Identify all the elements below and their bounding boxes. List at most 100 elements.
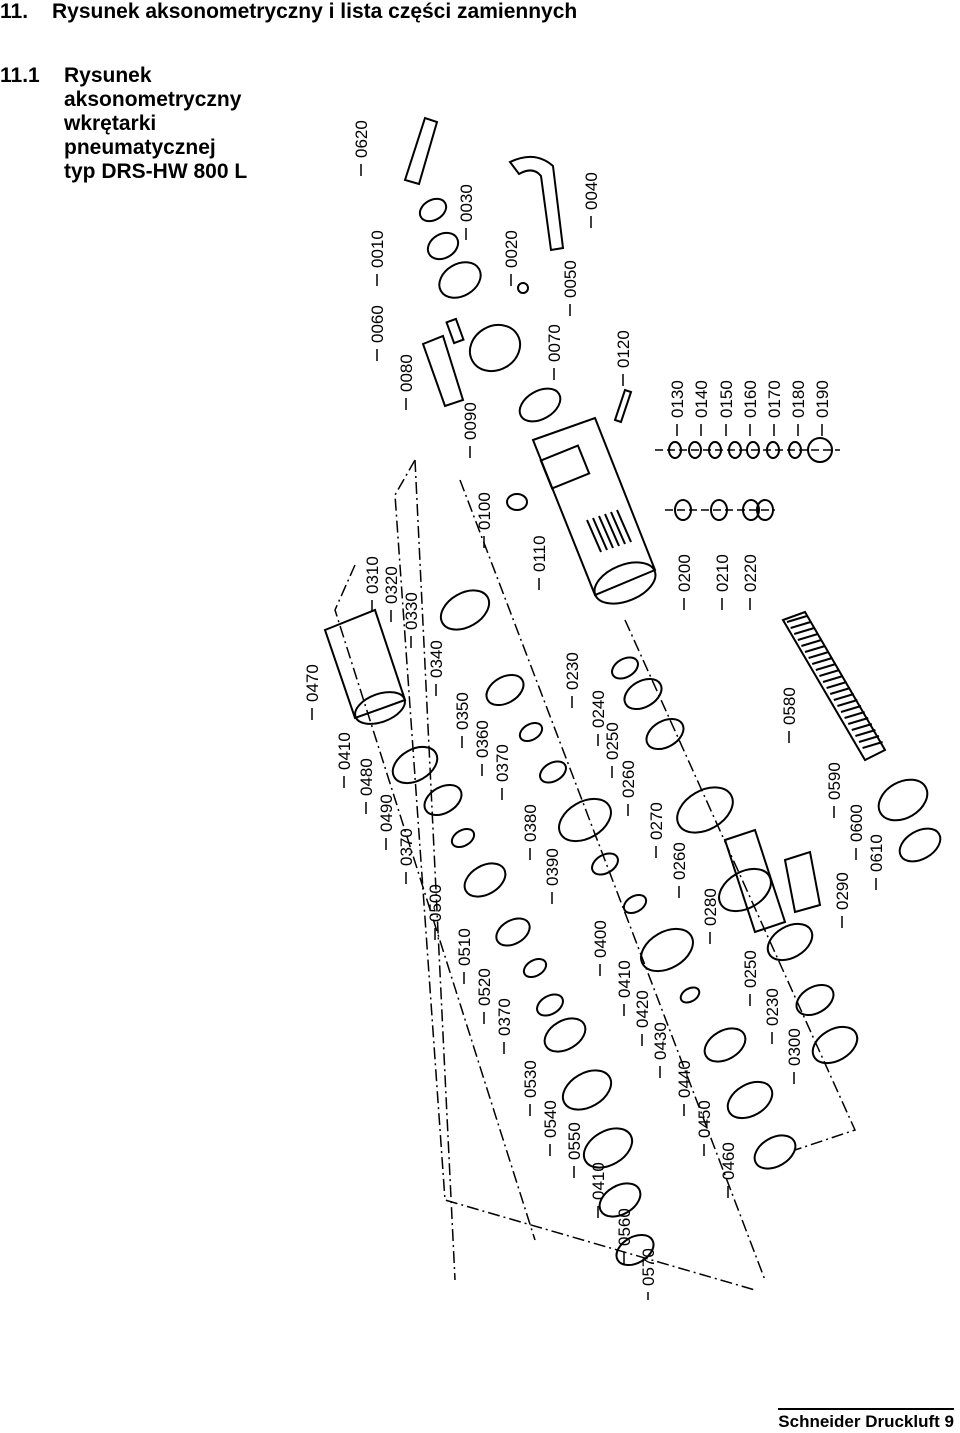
part-label: 0270 bbox=[647, 802, 666, 840]
reverse-part bbox=[674, 499, 692, 521]
tool-part bbox=[615, 1233, 655, 1267]
part-label: 0150 bbox=[717, 380, 736, 418]
part-label: 0570 bbox=[639, 1248, 658, 1286]
spring-coil bbox=[786, 615, 808, 623]
part-label: 0500 bbox=[426, 884, 445, 922]
washer bbox=[426, 231, 460, 261]
part-label: 0610 bbox=[867, 834, 886, 872]
tool-part bbox=[539, 760, 567, 784]
nut bbox=[418, 197, 448, 223]
part-label: 0620 bbox=[352, 120, 371, 158]
screw bbox=[613, 388, 633, 424]
spring-coil bbox=[804, 645, 826, 653]
part-label: 0010 bbox=[368, 230, 387, 268]
part-label: 0230 bbox=[563, 652, 582, 690]
lever bbox=[421, 334, 465, 408]
part-label: 0170 bbox=[765, 380, 784, 418]
reverse-part bbox=[756, 499, 774, 521]
part-label: 0530 bbox=[521, 1060, 540, 1098]
part-label: 0410 bbox=[589, 1162, 608, 1200]
part-label: 0490 bbox=[377, 794, 396, 832]
tool-part bbox=[463, 862, 507, 898]
part-labels: 0620001000600080003000200040005000700090… bbox=[303, 120, 886, 1300]
part-label: 0520 bbox=[475, 968, 494, 1006]
tool-part bbox=[485, 673, 525, 707]
tool-part bbox=[811, 1025, 859, 1065]
part-label: 0250 bbox=[603, 722, 622, 760]
spring-coil bbox=[855, 729, 876, 737]
housing bbox=[531, 416, 657, 597]
spring-coil bbox=[833, 693, 855, 701]
part-label: 0100 bbox=[475, 492, 494, 530]
spring-coil bbox=[862, 741, 883, 749]
part-label: 0440 bbox=[675, 1060, 694, 1098]
tool-part bbox=[495, 917, 531, 947]
spring-coil bbox=[858, 735, 880, 743]
section-title: Rysunek aksonometryczny i lista części z… bbox=[52, 0, 578, 23]
grip-rib bbox=[604, 513, 620, 547]
tool-part bbox=[391, 745, 439, 785]
part-label: 0600 bbox=[847, 804, 866, 842]
subsection-title-line: wkrętarki bbox=[64, 112, 157, 135]
tool-part bbox=[679, 986, 701, 1004]
subsection-number: 11.1 bbox=[0, 64, 40, 87]
spring-coil bbox=[829, 687, 851, 695]
tool-part bbox=[518, 721, 544, 743]
part-label: 0470 bbox=[303, 664, 322, 702]
tool-part bbox=[450, 827, 476, 849]
part-label: 0040 bbox=[582, 172, 601, 210]
tool-part bbox=[623, 677, 663, 711]
part-label: 0320 bbox=[382, 566, 401, 604]
spring-coil bbox=[808, 651, 829, 659]
tool-part bbox=[726, 1080, 774, 1120]
part-label: 0370 bbox=[397, 828, 416, 866]
tool-part bbox=[536, 993, 564, 1017]
tool-part bbox=[766, 922, 814, 962]
spring-coil bbox=[819, 669, 840, 677]
spring-pin bbox=[445, 317, 465, 345]
part-label: 0250 bbox=[741, 950, 760, 988]
gasket bbox=[518, 387, 562, 423]
subsection-title-line: aksonometryczny bbox=[64, 88, 242, 111]
part-label: 0140 bbox=[692, 380, 711, 418]
part-label: 0550 bbox=[565, 1122, 584, 1160]
part-label: 0260 bbox=[619, 760, 638, 798]
part-label: 0030 bbox=[457, 184, 476, 222]
spring-coil bbox=[801, 639, 822, 647]
pin bbox=[517, 282, 529, 294]
inlet-bushing bbox=[438, 261, 482, 299]
valve-part bbox=[728, 441, 742, 459]
part-label: 0400 bbox=[591, 920, 610, 958]
spring-coil bbox=[797, 633, 819, 641]
part-label: 0590 bbox=[825, 762, 844, 800]
part-label: 0310 bbox=[363, 556, 382, 594]
part-label: 0560 bbox=[615, 1208, 634, 1246]
spring-coil bbox=[826, 681, 847, 689]
part-label: 0190 bbox=[813, 380, 832, 418]
spring-coil bbox=[822, 675, 844, 683]
part-label: 0300 bbox=[785, 1028, 804, 1066]
grip-rib bbox=[610, 511, 626, 545]
spring-coil bbox=[793, 627, 815, 635]
part-label: 0540 bbox=[541, 1100, 560, 1138]
spring-coil bbox=[847, 717, 869, 725]
part-label: 0220 bbox=[741, 554, 760, 592]
spring-coil bbox=[811, 657, 833, 665]
valve-block bbox=[468, 323, 522, 373]
part-label: 0260 bbox=[670, 842, 689, 880]
bushing bbox=[506, 493, 528, 511]
tool-part bbox=[795, 983, 835, 1017]
part-label: 0080 bbox=[397, 354, 416, 392]
spring-coil bbox=[815, 663, 837, 671]
valve-part bbox=[746, 441, 760, 459]
subsection-title-line: Rysunek bbox=[64, 64, 152, 87]
part-label: 0060 bbox=[368, 305, 387, 343]
label-plate bbox=[539, 444, 591, 490]
valve-part bbox=[807, 437, 833, 463]
part-label: 0160 bbox=[741, 380, 760, 418]
tool-part bbox=[561, 1069, 613, 1111]
part-label: 0210 bbox=[713, 554, 732, 592]
assembly-boundary bbox=[459, 479, 766, 1281]
page-footer: Schneider Druckluft 9 bbox=[778, 1408, 954, 1433]
tool-part bbox=[622, 893, 648, 915]
